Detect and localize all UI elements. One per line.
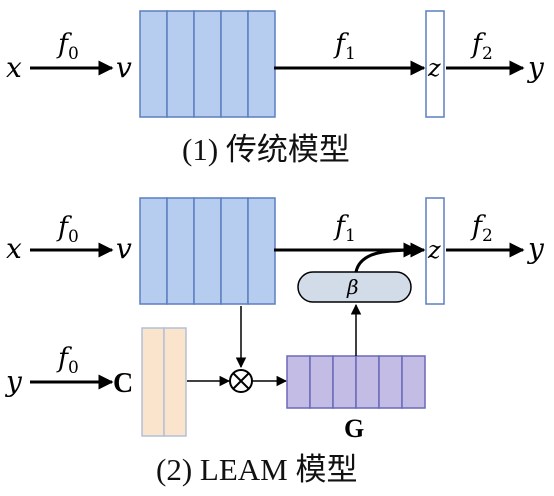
trad-map-fn: f1 — [333, 29, 356, 64]
trad-embedding-col-1 — [139, 10, 168, 118]
trad-embedding-col-3 — [193, 10, 222, 118]
leam-embed-out-v: v — [116, 232, 132, 265]
trad-hidden-z: z — [427, 54, 441, 82]
leam-map-fn: f1 — [333, 211, 356, 246]
leam-embedding-col-4 — [220, 197, 249, 305]
leam-label-input-y: y — [4, 365, 23, 398]
trad-embedding-col-5 — [247, 10, 276, 118]
leam-embed-fn: f0 — [56, 212, 79, 247]
compat-col-1 — [286, 355, 311, 409]
leam-embedding-col-2 — [166, 197, 195, 305]
g-label: G — [344, 414, 364, 443]
leam-embedding-col-1 — [139, 197, 168, 305]
beta-attention-capsule — [297, 271, 412, 303]
leam-embedding-col-5 — [247, 197, 276, 305]
trad-input-x: x — [6, 51, 22, 84]
trad-hidden-z-box — [425, 10, 445, 118]
traditional-model: x f0 v f1 z f2 y (1) 传统模型 — [6, 10, 545, 167]
beta-to-z-curve — [354, 242, 419, 273]
trad-embedding-col-2 — [166, 10, 195, 118]
leam-output-y: y — [526, 232, 545, 265]
compat-col-2 — [309, 355, 334, 409]
leam-input-x: x — [6, 232, 22, 265]
compat-col-3 — [332, 355, 357, 409]
label-embedding-col-1 — [141, 327, 165, 437]
beta-label: β — [346, 275, 359, 299]
leam-out-fn: f2 — [470, 211, 493, 246]
leam-hidden-z: z — [427, 236, 441, 264]
trad-embed-fn: f0 — [56, 29, 79, 64]
trad-word-embedding-block — [139, 10, 276, 118]
trad-embedding-col-4 — [220, 10, 249, 118]
compat-col-5 — [378, 355, 403, 409]
leam-hidden-z-box — [425, 197, 445, 305]
leam-embedding-col-3 — [193, 197, 222, 305]
label-embedding-col-2 — [163, 327, 187, 437]
multiply-icon — [229, 369, 253, 393]
compatibility-matrix-G — [286, 355, 426, 409]
trad-embed-out-v: v — [116, 51, 132, 84]
leam-word-embedding-block — [139, 197, 276, 305]
leam-model: x f0 v f1 z f2 y β y f0 C — [4, 197, 545, 487]
label-embed-C: C — [113, 368, 133, 399]
trad-caption: (1) 传统模型 — [182, 132, 350, 167]
compat-col-6 — [401, 355, 426, 409]
trad-out-fn: f2 — [470, 29, 493, 64]
leam-caption: (2) LEAM 模型 — [156, 452, 357, 487]
label-embed-fn: f0 — [56, 343, 79, 378]
trad-output-y: y — [526, 51, 545, 84]
compat-col-4 — [355, 355, 380, 409]
